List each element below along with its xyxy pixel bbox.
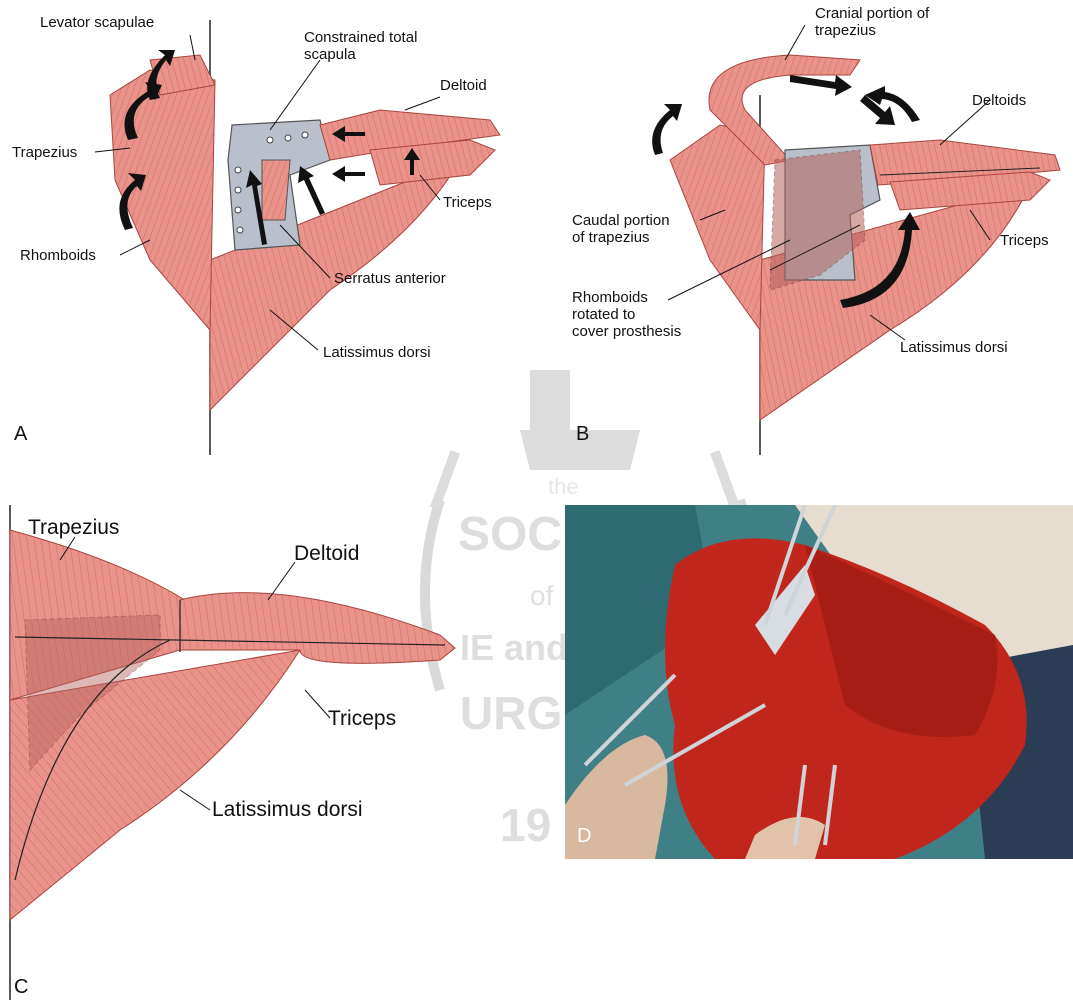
watermark-text-3: of xyxy=(530,580,553,611)
panel-letter-a: A xyxy=(14,423,27,446)
panel-c-illustration xyxy=(0,500,470,1003)
label-a-deltoid: Deltoid xyxy=(440,78,487,95)
label-b-deltoids: Deltoids xyxy=(972,93,1026,110)
surgical-photo xyxy=(565,505,1073,859)
label-a-levator-scapulae: Levator scapulae xyxy=(40,15,154,32)
label-c-trapezius: Trapezius xyxy=(28,516,119,540)
label-b-triceps: Triceps xyxy=(1000,233,1049,250)
label-c-deltoid: Deltoid xyxy=(294,542,359,566)
panel-letter-c: C xyxy=(14,976,28,999)
label-a-serratus-anterior: Serratus anterior xyxy=(334,271,446,288)
panel-c: Trapezius Deltoid Triceps Latissimus dor… xyxy=(0,500,470,1003)
label-b-rhomboids-rotated: Rhomboids rotated to cover prosthesis xyxy=(572,290,681,340)
label-c-triceps: Triceps xyxy=(328,707,396,731)
panel-letter-b: B xyxy=(576,423,589,446)
watermark-text-4: IE and xyxy=(460,628,568,668)
panel-d-photo: D xyxy=(565,505,1073,859)
label-b-cranial-trapezius: Cranial portion of trapezius xyxy=(815,6,929,40)
watermark-text-1: the xyxy=(548,475,579,500)
panel-a-illustration xyxy=(0,0,540,460)
label-a-constrained-total-scapula: Constrained total scapula xyxy=(304,30,417,64)
label-a-rhomboids: Rhomboids xyxy=(20,248,96,265)
label-b-latissimus-dorsi: Latissimus dorsi xyxy=(900,340,1008,357)
label-b-caudal-trapezius: Caudal portion of trapezius xyxy=(572,213,670,247)
panel-b: Cranial portion of trapezius Deltoids Ca… xyxy=(560,0,1073,460)
label-a-latissimus-dorsi: Latissimus dorsi xyxy=(323,345,431,362)
panel-a: Levator scapulae Constrained total scapu… xyxy=(0,0,540,460)
panel-letter-d: D xyxy=(577,825,591,848)
label-c-latissimus-dorsi: Latissimus dorsi xyxy=(212,798,363,822)
label-a-triceps: Triceps xyxy=(443,195,492,212)
label-a-trapezius: Trapezius xyxy=(12,145,77,162)
watermark-text-6: 19 xyxy=(500,800,551,852)
